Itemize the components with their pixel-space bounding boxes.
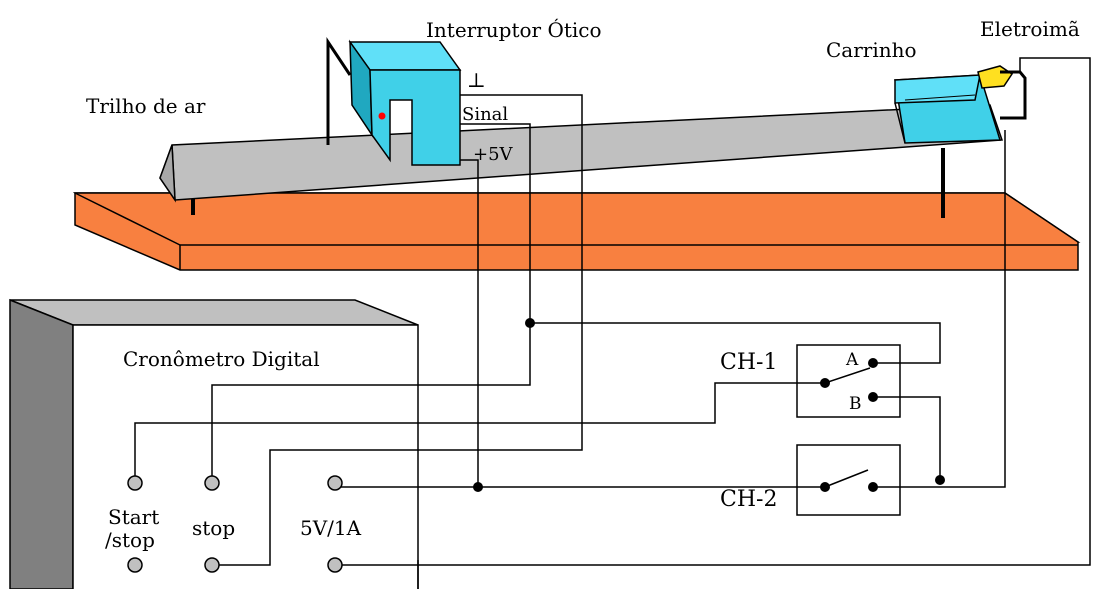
terminal-start-bottom	[127, 557, 143, 573]
table	[72, 192, 1081, 271]
terminal-power-bottom	[327, 557, 343, 573]
ch2-label: CH-2	[720, 487, 778, 512]
optical-switch-label: Interruptor Ótico	[426, 18, 602, 42]
wires	[134, 57, 1091, 589]
sensor-led	[378, 112, 386, 120]
optical-switch	[326, 37, 462, 166]
ch1-pos-a-label: A	[846, 350, 859, 370]
terminal-stop-bottom	[204, 557, 220, 573]
timer-label: Cronômetro Digital	[123, 347, 320, 371]
signal-label: Sinal	[462, 104, 509, 125]
terminal-power-top	[327, 475, 343, 491]
cart	[894, 74, 1002, 144]
ch1-pos-b-label: B	[849, 394, 862, 414]
electromagnet-label: Eletroimã	[980, 17, 1080, 41]
ground-label: ⊥	[467, 68, 486, 92]
start-label-line1: Start	[108, 505, 160, 529]
start-label-line2: /stop	[105, 528, 155, 552]
stop-label: stop	[192, 516, 236, 540]
cart-label: Carrinho	[826, 38, 917, 62]
electromagnet	[977, 65, 1027, 120]
terminal-start-top	[127, 475, 143, 491]
ch2-box	[796, 444, 901, 516]
ch1-label: CH-1	[720, 350, 778, 375]
air-track-label: Trilho de ar	[86, 94, 206, 118]
air-track	[159, 104, 1004, 203]
terminal-stop-top	[204, 475, 220, 491]
plus5v-label: +5V	[473, 144, 513, 165]
timer-box	[9, 298, 419, 589]
junctions	[473, 318, 945, 492]
power-label: 5V/1A	[300, 516, 362, 540]
timer-terminals	[127, 475, 343, 573]
ch1-box	[796, 344, 901, 418]
